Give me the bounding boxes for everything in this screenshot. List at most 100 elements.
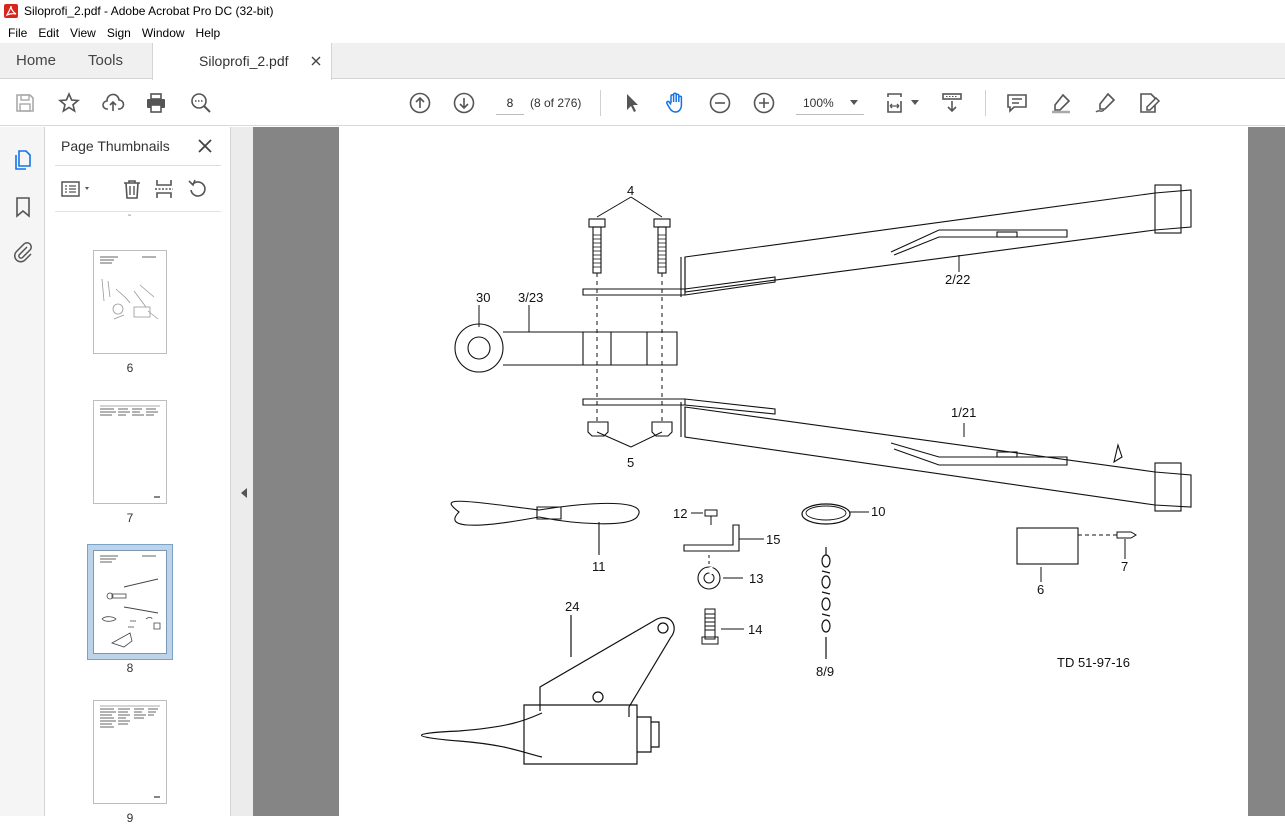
edit-document-icon (1140, 93, 1161, 113)
close-icon[interactable] (197, 138, 213, 154)
star-icon (57, 91, 81, 113)
title-bar: Siloprofi_2.pdf - Adobe Acrobat Pro DC (… (0, 0, 1285, 22)
menu-help[interactable]: Help (195, 25, 221, 40)
print-button[interactable] (143, 90, 169, 116)
pdf-page: 4 30 3/23 2/22 1/21 5 10 12 15 11 13 7 6… (339, 127, 1248, 816)
menu-sign[interactable]: Sign (106, 25, 131, 40)
list-options-icon (61, 181, 89, 197)
zoom-value: 100% (803, 96, 834, 110)
zoom-dropdown[interactable]: 100% (796, 91, 864, 115)
thumbnail-label: 7 (126, 511, 134, 525)
cloud-upload-icon (102, 93, 125, 111)
page-display-caret-icon[interactable] (911, 100, 919, 105)
page-thumbnail-selected[interactable] (93, 550, 167, 654)
thumbnail-options-button[interactable] (59, 177, 95, 201)
menu-file[interactable]: File (8, 25, 28, 40)
page-thumbnail[interactable] (93, 700, 167, 804)
select-tool-button[interactable] (619, 90, 645, 116)
page-thumbnail[interactable] (93, 400, 167, 504)
thumbnail-label: 9 (126, 811, 134, 825)
close-tab-icon[interactable] (309, 54, 323, 68)
upload-button[interactable] (100, 90, 126, 116)
menu-window[interactable]: Window (141, 25, 185, 40)
menu-view[interactable]: View (70, 25, 96, 40)
callout-2-22: 2/22 (945, 272, 970, 287)
drawing-number: TD 51-97-16 (1057, 655, 1130, 670)
save-icon (16, 94, 34, 112)
page-number-input[interactable] (496, 91, 524, 115)
bookmarks-toggle[interactable] (10, 194, 36, 220)
callout-6: 6 (1037, 582, 1044, 597)
page-count-label: (8 of 276) (530, 96, 582, 110)
comment-button[interactable] (1004, 90, 1030, 116)
arrow-up-circle-icon (409, 92, 431, 114)
scrolling-mode-button[interactable] (939, 90, 965, 116)
thumbnail-preview (100, 705, 160, 798)
callout-12: 12 (673, 506, 687, 521)
scroll-mode-icon (942, 93, 962, 113)
hand-tool-button[interactable] (662, 90, 688, 116)
comment-icon (1007, 94, 1027, 113)
arrow-down-circle-icon (453, 92, 475, 114)
callout-15: 15 (766, 532, 780, 547)
previous-page-button[interactable] (407, 90, 433, 116)
rotate-icon (188, 179, 206, 197)
main-toolbar (0, 80, 1285, 126)
highlight-button[interactable] (1048, 90, 1074, 116)
save-button[interactable] (12, 90, 38, 116)
tab-bar: Home Tools Siloprofi_2.pdf (0, 43, 1285, 80)
navigation-rail (0, 127, 45, 816)
printer-icon (147, 93, 165, 113)
document-tab-label: Siloprofi_2.pdf (199, 53, 289, 69)
menu-bar: File Edit View Sign Window Help (0, 22, 1285, 43)
delete-pages-button[interactable] (120, 177, 144, 201)
collapse-panel-icon[interactable] (241, 488, 247, 498)
page-thumbnails-icon (15, 150, 31, 170)
panel-splitter[interactable] (230, 127, 253, 816)
attachments-toggle[interactable] (10, 239, 36, 265)
upper-arm (684, 189, 1192, 293)
menu-edit[interactable]: Edit (38, 25, 60, 40)
page-thumbnail[interactable] (93, 250, 167, 354)
draw-button[interactable] (1092, 90, 1118, 116)
tab-tools[interactable]: Tools (88, 52, 124, 69)
paperclip-icon (14, 242, 32, 263)
insert-pages-button[interactable] (152, 177, 176, 201)
callout-1-21: 1/21 (951, 405, 976, 420)
zoom-out-button[interactable] (707, 90, 733, 116)
document-viewport[interactable]: 4 30 3/23 2/22 1/21 5 10 12 15 11 13 7 6… (253, 127, 1285, 816)
callout-11: 11 (592, 559, 606, 574)
callout-13: 13 (749, 571, 763, 586)
thumbnail-preview (100, 555, 161, 648)
toolbar-separator (600, 90, 601, 116)
zoom-in-button[interactable] (751, 90, 777, 116)
bookmark-star-button[interactable] (56, 90, 82, 116)
edit-pdf-button[interactable] (1136, 90, 1162, 116)
window-title: Siloprofi_2.pdf - Adobe Acrobat Pro DC (… (24, 4, 274, 18)
callout-24: 24 (565, 599, 579, 614)
fit-page-icon (887, 93, 902, 113)
pen-sign-icon (1095, 92, 1116, 113)
tab-document[interactable]: Siloprofi_2.pdf (152, 43, 332, 80)
divider (55, 165, 221, 166)
tab-home[interactable]: Home (16, 52, 57, 69)
thumbnail-label: 6 (126, 361, 134, 375)
page-thumbnails-toggle[interactable] (10, 147, 36, 173)
minus-circle-icon (709, 92, 731, 114)
find-button[interactable] (188, 90, 214, 116)
insert-page-icon (155, 180, 173, 198)
page-thumbnails-panel: Page Thumbnails ˜ (45, 127, 273, 825)
chevron-down-icon (850, 100, 858, 105)
parts-drawing: 4 30 3/23 2/22 1/21 5 10 12 15 11 13 7 6… (421, 183, 1192, 765)
callout-3-23: 3/23 (518, 290, 543, 305)
panel-title: Page Thumbnails (61, 138, 170, 154)
callout-8-9: 8/9 (816, 664, 834, 679)
page-display-button[interactable] (884, 90, 910, 116)
trash-icon (124, 180, 140, 199)
next-page-button[interactable] (451, 90, 477, 116)
callout-4: 4 (627, 183, 634, 198)
rotate-page-button[interactable] (186, 177, 210, 201)
callout-5: 5 (627, 455, 634, 470)
divider (55, 211, 221, 212)
callout-7: 7 (1121, 559, 1128, 574)
